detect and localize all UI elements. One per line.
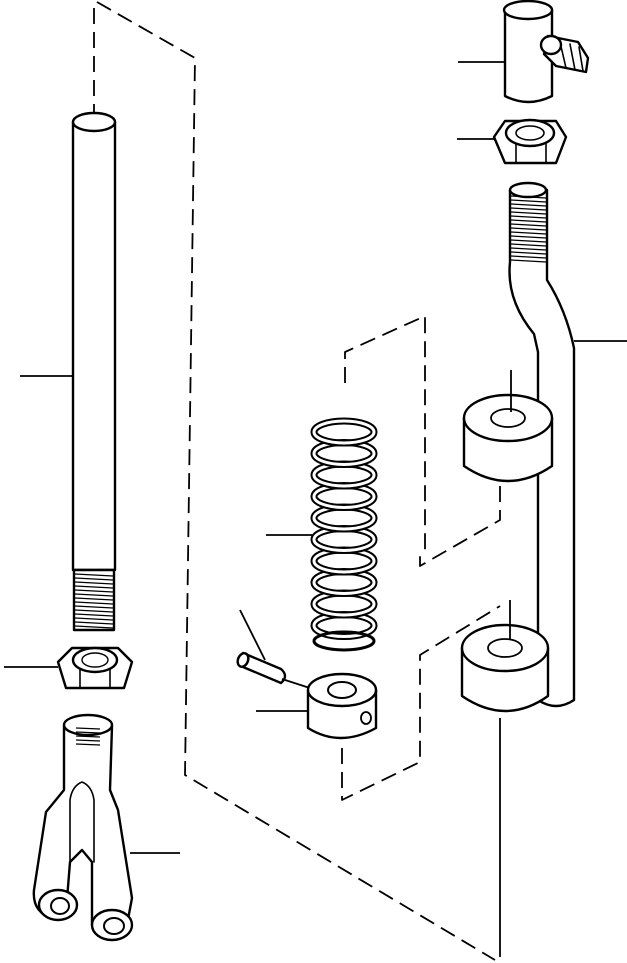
bushing-upper-dashed	[419, 486, 501, 567]
thread-line	[510, 255, 547, 259]
thread-line	[510, 243, 547, 247]
thread-line	[510, 231, 547, 235]
thread-line	[74, 605, 114, 609]
thread-line	[510, 227, 547, 231]
spring-coil-highlight	[312, 419, 376, 445]
thread-line	[74, 577, 114, 581]
thread-line	[74, 625, 114, 629]
hex-nut-lower	[56, 646, 134, 690]
spring-seat	[312, 630, 376, 652]
thread-line	[74, 613, 114, 617]
rod	[71, 111, 117, 632]
thread-line	[75, 727, 101, 730]
thread-line	[510, 199, 547, 203]
thread-line	[510, 219, 547, 223]
thread-line	[74, 609, 114, 613]
thread-line	[74, 601, 114, 605]
collar-dashed-outline	[341, 605, 501, 801]
thread-line	[74, 581, 114, 585]
stop-collar	[306, 672, 378, 740]
assembly-outline-dashed	[96, 1, 496, 961]
spring-dashed-outline	[344, 315, 426, 555]
thread-line	[75, 735, 101, 738]
thread-line	[510, 195, 547, 199]
thread-line	[75, 743, 101, 746]
thread-line	[510, 235, 547, 239]
hex-nut-upper	[492, 118, 568, 165]
coil-spring	[310, 417, 378, 652]
thread-line	[510, 215, 547, 219]
thread-line	[510, 251, 547, 255]
thread-line	[74, 621, 114, 625]
thread-line	[510, 259, 547, 263]
thread-line	[74, 593, 114, 597]
thread-line	[74, 589, 114, 593]
thread-line	[510, 247, 547, 251]
thread-line	[74, 597, 114, 601]
thread-line	[74, 617, 114, 621]
thread-line	[74, 573, 114, 577]
thread-line	[510, 207, 547, 211]
thread-line	[510, 223, 547, 227]
roll-pin	[236, 651, 287, 685]
thread-line	[75, 739, 101, 742]
thread-line	[510, 203, 547, 207]
bushing-upper	[462, 393, 554, 483]
thread-line	[510, 239, 547, 243]
clevis-yoke	[32, 713, 134, 942]
ball-joint-socket	[502, 0, 590, 104]
thread-line	[75, 731, 101, 734]
bushing-lower	[460, 623, 550, 713]
callout-leader-pin	[239, 609, 266, 661]
thread-line	[74, 585, 114, 589]
thread-line	[510, 211, 547, 215]
